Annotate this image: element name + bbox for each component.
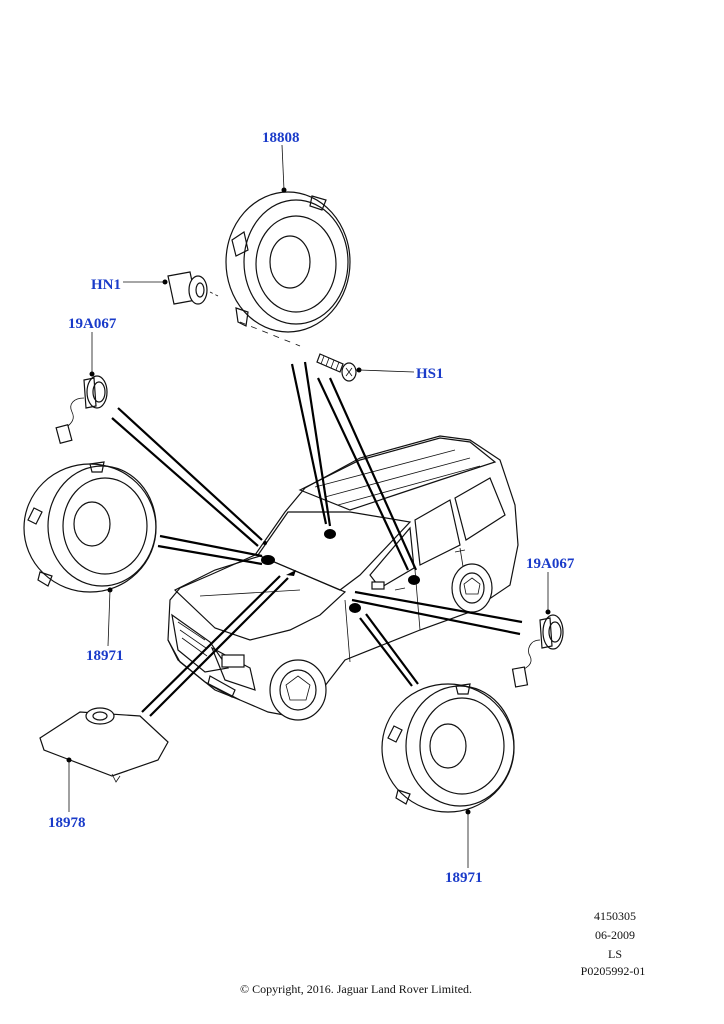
meta-line-3: LS	[608, 947, 622, 961]
callout-18978: 18978	[48, 815, 86, 831]
callout-hs1: HS1	[416, 366, 444, 382]
callout-18971-right: 18971	[445, 870, 483, 886]
part-nut-hn1	[162, 271, 219, 305]
callout-18971-left: 18971	[86, 648, 124, 664]
meta-line-2: 06-2009	[595, 928, 635, 942]
part-speaker-18808	[225, 187, 351, 333]
callout-19a067-right: 19A067	[526, 556, 575, 572]
vehicle-illustration	[167, 435, 519, 721]
callout-18808: 18808	[262, 130, 300, 146]
callout-leaders	[68, 144, 549, 868]
part-screw-hs1	[239, 321, 362, 382]
part-speaker-18971-left	[23, 461, 157, 593]
part-tweeter-19a067-right	[511, 609, 564, 688]
callout-hn1: HN1	[91, 277, 121, 293]
copyright: © Copyright, 2016. Jaguar Land Rover Lim…	[240, 982, 472, 996]
part-cover-18978	[39, 707, 169, 783]
callout-19a067-left: 19A067	[68, 316, 117, 332]
meta-line-1: 4150305	[594, 909, 636, 923]
part-speaker-18971-right	[381, 683, 515, 815]
leader-lines	[111, 361, 523, 717]
part-tweeter-19a067-left	[55, 371, 108, 445]
meta-line-4: P0205992-01	[581, 964, 646, 978]
